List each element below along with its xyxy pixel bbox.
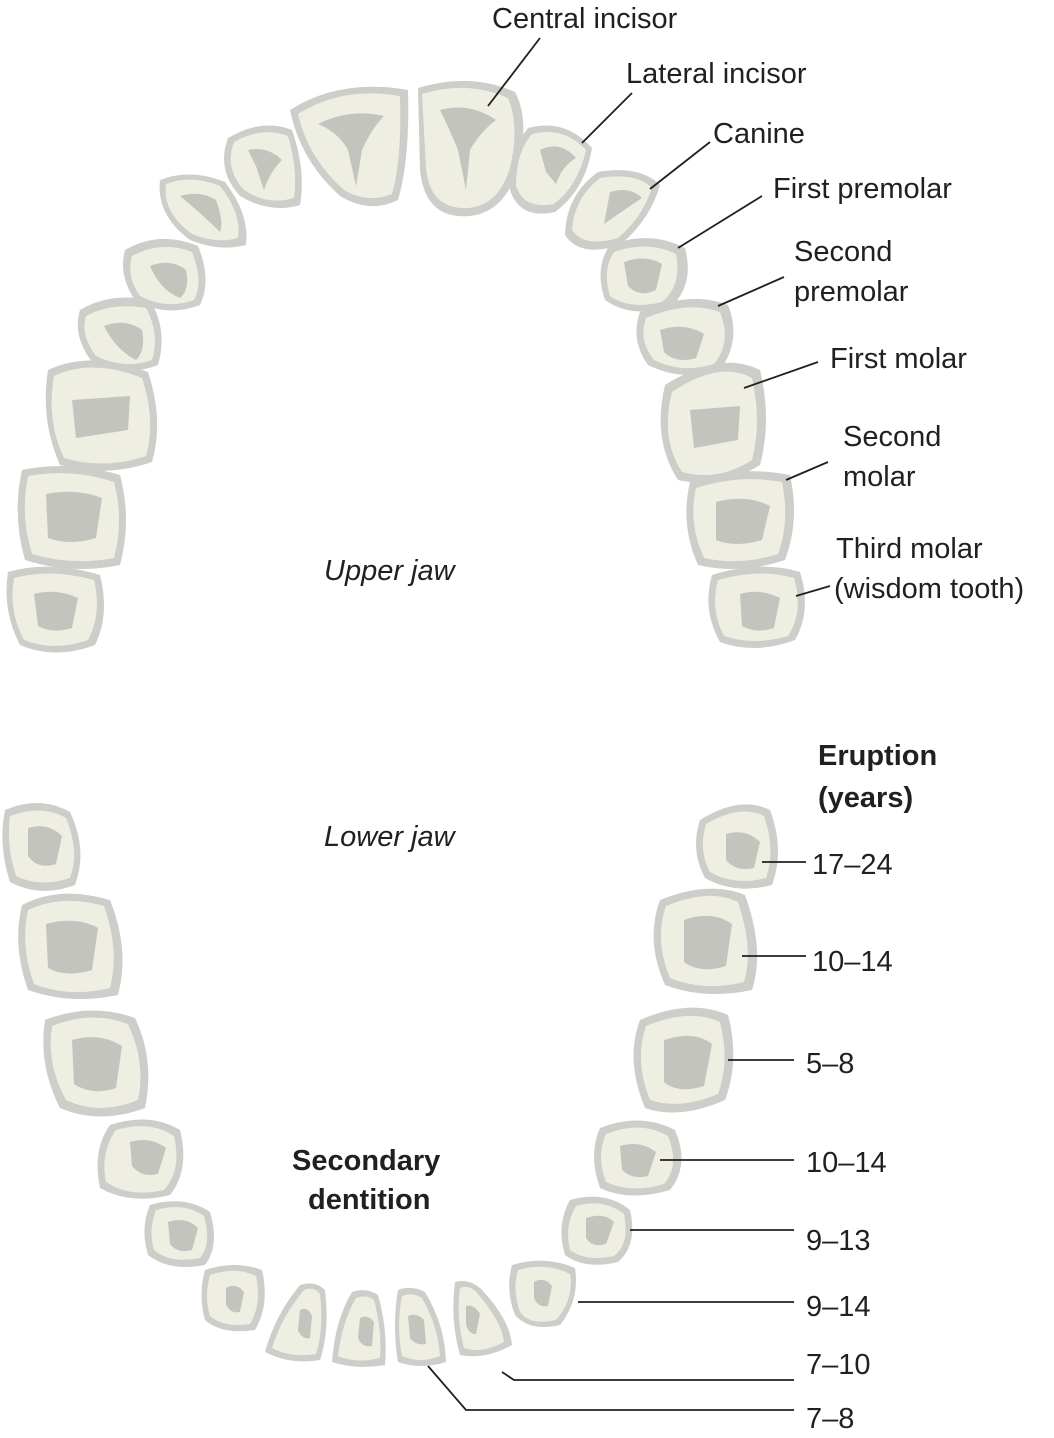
upper-jaw-teeth <box>6 80 805 653</box>
label-canine: Canine <box>713 118 805 150</box>
upper-central-incisor-right <box>418 80 524 217</box>
upper-third-molar-right <box>708 566 805 649</box>
lower-second-molar-left <box>18 893 123 999</box>
lower-first-premolar-right <box>561 1196 633 1265</box>
lower-canine-left <box>201 1265 265 1332</box>
upper-third-molar-left <box>6 566 104 653</box>
eruption-header-line1: Eruption <box>818 740 937 772</box>
label-third-molar-line1: Third molar <box>836 533 983 565</box>
upper-jaw-label: Upper jaw <box>324 555 457 587</box>
upper-central-incisor-left <box>290 86 409 207</box>
lower-jaw-label: Lower jaw <box>324 821 457 853</box>
lower-second-molar-right <box>653 888 758 994</box>
leader-eruption-lateral-incisor <box>501 1371 794 1381</box>
leader-canine <box>649 141 711 190</box>
eruption-third-molar: 17–24 <box>812 849 893 881</box>
lower-jaw-teeth <box>2 802 779 1367</box>
upper-first-molar-right <box>660 362 766 483</box>
upper-lateral-incisor-right <box>510 125 592 214</box>
upper-lateral-incisor-left <box>224 125 302 208</box>
lower-third-molar-right <box>696 804 779 889</box>
leader-central-incisor <box>487 37 541 107</box>
dentition-label-line1: Secondary <box>292 1145 440 1177</box>
leader-first-molar <box>743 361 819 389</box>
leader-second-molar <box>785 461 829 481</box>
upper-second-molar-right <box>686 471 794 569</box>
upper-leader-lines <box>487 37 831 597</box>
upper-first-molar-left <box>45 360 158 471</box>
lower-second-premolar-right <box>594 1120 682 1196</box>
upper-second-molar-left <box>17 466 126 569</box>
eruption-second-premolar: 10–14 <box>806 1147 887 1179</box>
upper-first-premolar-left <box>122 238 206 311</box>
eruption-header-line2: (years) <box>818 782 913 814</box>
leader-second-premolar <box>717 276 785 307</box>
eruption-lateral-incisor: 7–10 <box>806 1349 871 1381</box>
eruption-canine: 9–14 <box>806 1291 871 1323</box>
upper-second-premolar-right <box>636 298 734 375</box>
lower-third-molar-left <box>2 802 81 891</box>
lower-lateral-incisor-left <box>265 1283 327 1362</box>
dentition-label-line2: dentition <box>308 1184 430 1216</box>
lower-first-molar-left <box>43 1010 149 1117</box>
eruption-second-molar: 10–14 <box>812 946 893 978</box>
lower-first-premolar-left <box>144 1201 214 1268</box>
lower-second-premolar-left <box>97 1119 184 1199</box>
upper-first-premolar-right <box>600 238 688 312</box>
leader-lateral-incisor <box>581 92 633 144</box>
label-second-premolar-line1: Second <box>794 236 892 268</box>
label-first-premolar: First premolar <box>773 173 952 205</box>
lower-first-molar-right <box>633 1007 734 1113</box>
lower-central-incisor-left <box>332 1290 386 1367</box>
eruption-central-incisor: 7–8 <box>806 1403 854 1435</box>
lower-canine-right <box>509 1260 576 1328</box>
label-first-molar: First molar <box>830 343 967 375</box>
eruption-first-premolar: 9–13 <box>806 1225 871 1257</box>
upper-second-premolar-left <box>77 297 162 371</box>
upper-canine-right <box>565 170 660 250</box>
label-second-premolar-line2: premolar <box>794 276 909 308</box>
label-second-molar-line2: molar <box>843 461 916 493</box>
lower-central-incisor-right <box>395 1287 446 1366</box>
leader-third-molar <box>795 585 831 597</box>
label-third-molar-line2: (wisdom tooth) <box>834 573 1024 605</box>
lower-leader-lines <box>427 861 806 1411</box>
label-central-incisor: Central incisor <box>492 3 678 35</box>
label-lateral-incisor: Lateral incisor <box>626 58 807 90</box>
leader-first-premolar <box>677 195 763 249</box>
leader-eruption-central-incisor <box>427 1365 794 1411</box>
eruption-first-molar: 5–8 <box>806 1048 854 1080</box>
lower-lateral-incisor-right <box>453 1281 512 1357</box>
upper-canine-left <box>159 174 247 248</box>
label-second-molar-line1: Second <box>843 421 941 453</box>
